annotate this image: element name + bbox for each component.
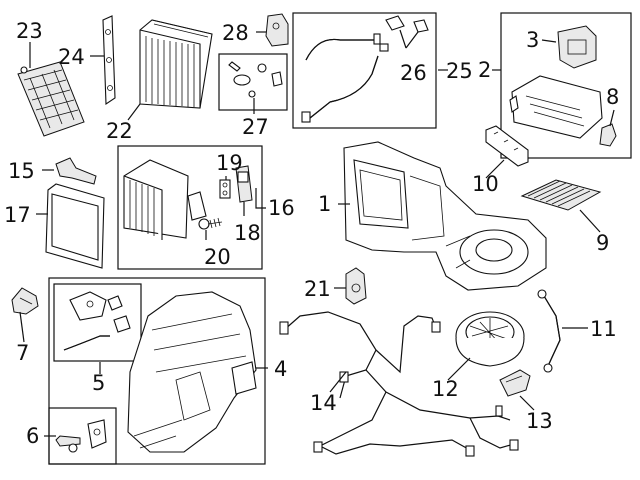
part-20-screw	[198, 217, 223, 230]
callout-18: 18	[234, 221, 261, 245]
group-box-27	[218, 53, 288, 111]
leader-22	[127, 103, 141, 121]
leader-8	[609, 109, 615, 127]
callout-24: 24	[58, 45, 85, 69]
callout-22: 22	[106, 119, 133, 143]
leader-7	[19, 311, 25, 343]
part-16-heater-core	[123, 159, 207, 240]
callout-21: 21	[304, 277, 331, 301]
part-19-clip	[219, 179, 231, 199]
part-8-clip	[599, 123, 617, 147]
callout-4: 4	[274, 357, 287, 381]
part-26-caps	[385, 15, 429, 33]
group-box-4	[48, 277, 266, 465]
part-4-lower-case	[127, 291, 257, 453]
leader-10	[485, 159, 505, 179]
callout-2: 2	[478, 58, 491, 82]
callout-6: 6	[26, 424, 39, 448]
group-box-25	[292, 12, 437, 129]
part-14-harness	[279, 311, 519, 457]
callout-25: 25	[446, 59, 473, 83]
callout-10: 10	[472, 172, 499, 196]
leader-9	[579, 209, 601, 233]
callout-11: 11	[590, 317, 617, 341]
callout-9: 9	[596, 231, 609, 255]
part-12-blower-motor	[455, 311, 525, 367]
callout-13: 13	[526, 409, 553, 433]
callout-5: 5	[92, 371, 105, 395]
callout-3: 3	[526, 28, 539, 52]
callout-26: 26	[400, 61, 427, 85]
part-27-hardware	[228, 61, 283, 98]
part-9-cabin-filter	[520, 179, 602, 211]
part-2-housing	[509, 75, 603, 139]
callout-20: 20	[204, 245, 231, 269]
part-6-actuator	[55, 419, 107, 453]
callout-12: 12	[432, 377, 459, 401]
part-1-hvac-case	[343, 141, 547, 291]
callout-14: 14	[310, 391, 337, 415]
part-22-evaporator	[139, 19, 213, 109]
callout-8: 8	[606, 85, 619, 109]
part-28-block	[265, 13, 289, 47]
part-3-seal	[557, 25, 597, 69]
leader-3	[541, 39, 557, 43]
callout-15: 15	[8, 159, 35, 183]
leader-16	[255, 188, 266, 209]
part-13-resistor	[499, 369, 531, 397]
part-10-filter-housing	[485, 125, 529, 167]
callout-19: 19	[216, 151, 243, 175]
callout-28: 28	[222, 21, 249, 45]
callout-16: 16	[268, 196, 295, 220]
part-24-bracket	[102, 15, 116, 106]
leader-26	[399, 29, 419, 49]
callout-labels: 1 2 3 4 5 6 7 8 9 10 11 12 13 14 15 16 1…	[4, 19, 619, 448]
callout-1: 1	[318, 192, 331, 216]
part-25-ac-lines	[301, 33, 389, 123]
callout-17: 17	[4, 203, 31, 227]
callout-23: 23	[16, 19, 43, 43]
callout-27: 27	[242, 115, 269, 139]
part-18-valve	[235, 165, 253, 203]
part-21-bracket	[345, 267, 367, 305]
callout-7: 7	[16, 341, 29, 365]
part-7-clip	[11, 287, 39, 315]
leader-14	[329, 371, 347, 393]
part-11-hose	[537, 289, 561, 373]
leader-13	[519, 395, 535, 411]
group-box-5	[53, 283, 142, 362]
leader-12	[447, 357, 471, 381]
part-15-sensor	[55, 157, 97, 185]
part-5-actuator	[63, 291, 131, 351]
part-17-frame	[45, 183, 105, 269]
leader-lines	[19, 29, 615, 437]
part-23-grille	[17, 61, 85, 137]
group-box-2	[500, 12, 632, 159]
